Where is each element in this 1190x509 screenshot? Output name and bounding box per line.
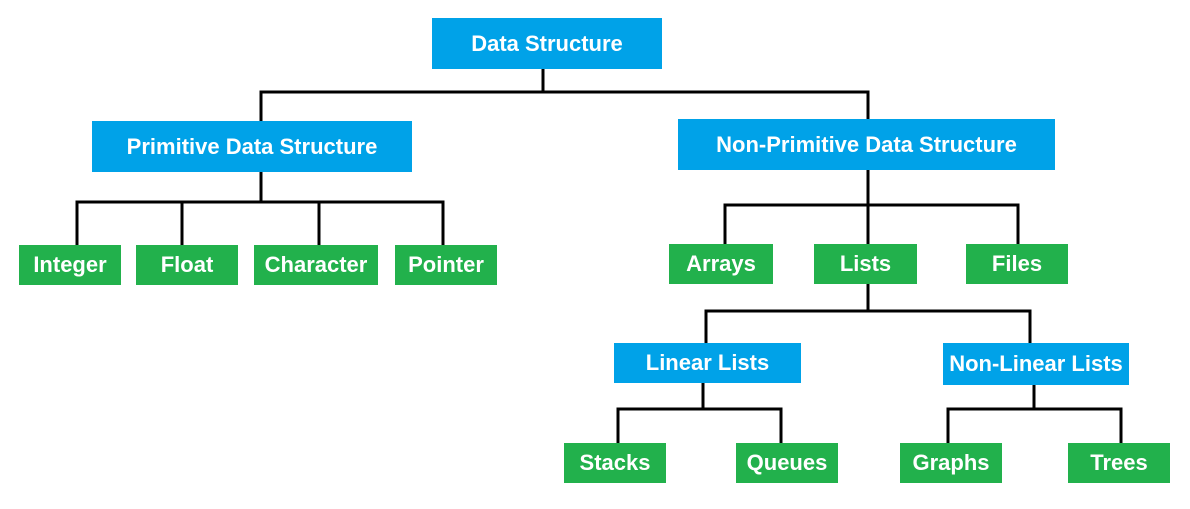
node-pointer: Pointer	[395, 245, 497, 285]
node-queues: Queues	[736, 443, 838, 483]
node-non-primitive-data-structure: Non-Primitive Data Structure	[678, 119, 1055, 170]
node-integer: Integer	[19, 245, 121, 285]
node-stacks: Stacks	[564, 443, 666, 483]
node-character: Character	[254, 245, 378, 285]
node-primitive-data-structure: Primitive Data Structure	[92, 121, 412, 172]
node-non-linear-lists: Non-Linear Lists	[943, 343, 1129, 385]
node-data-structure: Data Structure	[432, 18, 662, 69]
node-trees: Trees	[1068, 443, 1170, 483]
node-arrays: Arrays	[669, 244, 773, 284]
node-linear-lists: Linear Lists	[614, 343, 801, 383]
node-files: Files	[966, 244, 1068, 284]
node-graphs: Graphs	[900, 443, 1002, 483]
node-lists: Lists	[814, 244, 917, 284]
node-float: Float	[136, 245, 238, 285]
